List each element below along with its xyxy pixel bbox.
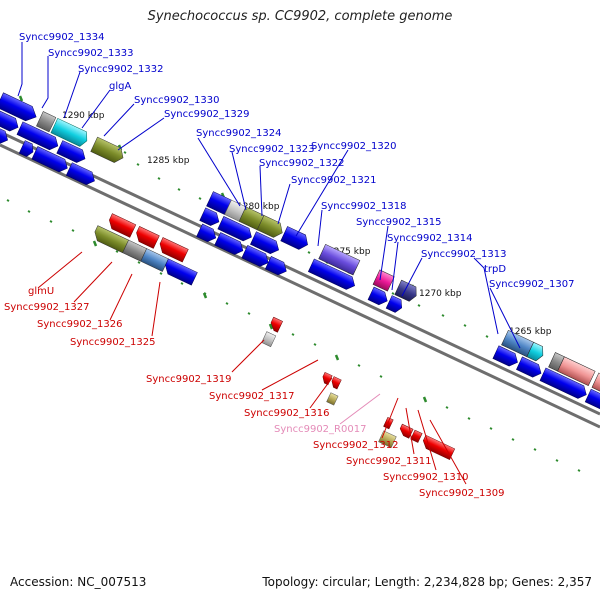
- gene-feature: [56, 140, 86, 163]
- gene-label: Syncc9902_1327: [4, 302, 90, 313]
- scale-label-1285: 1285 kbp: [147, 156, 190, 166]
- scale-label-1265: 1265 kbp: [509, 327, 552, 337]
- gene-feature: [16, 121, 59, 151]
- gene-label: Syncc9902_1319: [146, 374, 232, 385]
- scale-labels: 1290 kbp 1285 kbp 1280 kbp 1275 kbp 1270…: [62, 111, 552, 337]
- scale-label-1275: 1275 kbp: [328, 247, 371, 257]
- rna-label-leaders: [339, 393, 381, 425]
- gene-feature: [280, 226, 308, 250]
- gene-label: Syncc9902_1320: [311, 141, 397, 152]
- gene-label: Syncc9902_1307: [489, 279, 575, 290]
- gene-feature: [492, 345, 518, 367]
- gene-feature: [65, 162, 95, 186]
- gene-feature: [196, 223, 217, 243]
- gene-feature: [326, 392, 339, 406]
- gene-label: Syncc9902_1312: [313, 440, 399, 451]
- gene-label: Syncc9902_1316: [244, 408, 330, 419]
- gene-feature: [270, 316, 283, 333]
- gene-feature: [90, 136, 124, 163]
- gene-feature: [526, 341, 544, 362]
- gene-feature: [0, 123, 8, 145]
- gene-label: Syncc9902_1313: [421, 249, 507, 260]
- gene-feature: [18, 140, 34, 157]
- gene-feature: [516, 356, 542, 378]
- gene-label: Syncc9902_R0017: [274, 424, 366, 435]
- gene-label: Syncc9902_1321: [291, 175, 377, 186]
- gene-label: glgA: [109, 81, 131, 92]
- gene-feature: [165, 258, 198, 286]
- gene-label: Syncc9902_1315: [356, 217, 442, 228]
- genome-backbone: [0, 130, 600, 429]
- gene-label: Syncc9902_1324: [196, 128, 282, 139]
- map-title: Synechococcus sp. CC9902, complete genom…: [147, 9, 453, 24]
- gene-feature: [0, 92, 37, 122]
- gene-label: Syncc9902_1326: [37, 319, 123, 330]
- rna-gene-labels: Syncc9902_R0017: [274, 424, 366, 435]
- gene-feature: [557, 356, 596, 387]
- gene-label: Syncc9902_1332: [78, 64, 164, 75]
- reverse-gene-labels: glmU Syncc9902_1327 Syncc9902_1326 Syncc…: [4, 286, 505, 499]
- gene-feature: [256, 215, 283, 238]
- gene-label: Syncc9902_1318: [321, 201, 407, 212]
- gene-feature: [322, 371, 333, 386]
- gene-feature: [50, 117, 88, 147]
- gene-feature: [136, 226, 160, 249]
- gene-label: Syncc9902_1317: [209, 391, 295, 402]
- gene-feature: [36, 111, 57, 133]
- gene-label: Syncc9902_1309: [419, 488, 505, 499]
- reverse-label-leaders: [37, 251, 467, 485]
- forward-gene-labels: Syncc9902_1334 Syncc9902_1333 Syncc9902_…: [19, 32, 575, 290]
- gene-feature: [31, 146, 68, 173]
- gene-feature: [394, 279, 417, 302]
- gene-label: Syncc9902_1325: [70, 337, 156, 348]
- gene-feature: [591, 372, 600, 406]
- gene-feature: [307, 258, 355, 290]
- genome-summary: Topology: circular; Length: 2,234,828 bp…: [262, 575, 592, 589]
- gene-feature: [318, 244, 361, 276]
- gene-label: Syncc9902_1333: [48, 48, 134, 59]
- gene-feature: [109, 213, 137, 238]
- gene-feature: [422, 434, 456, 461]
- gene-feature: [250, 231, 279, 254]
- gene-label: Syncc9902_1310: [383, 472, 469, 483]
- reverse-strand-features: [94, 213, 456, 461]
- gene-feature: [241, 244, 269, 267]
- gene-label: glmU: [28, 286, 54, 297]
- gene-feature: [331, 376, 342, 390]
- gene-feature: [94, 225, 129, 254]
- gene-feature: [367, 286, 388, 306]
- gene-feature: [264, 256, 287, 276]
- gene-feature: [199, 207, 220, 226]
- gene-feature: [399, 423, 414, 439]
- gene-label: Syncc9902_1330: [134, 95, 220, 106]
- gene-feature: [214, 232, 244, 255]
- gene-feature: [584, 388, 600, 421]
- forward-label-leaders: [17, 42, 521, 349]
- gene-feature: [539, 367, 587, 399]
- accession-label: Accession: NC_007513: [10, 575, 147, 589]
- tick-track-lower: [6, 199, 581, 472]
- scale-label-1290: 1290 kbp: [62, 111, 105, 121]
- forward-strand-features: [0, 92, 600, 421]
- gene-label: Syncc9902_1334: [19, 32, 105, 43]
- gene-label: Syncc9902_1314: [387, 233, 473, 244]
- gene-label: Syncc9902_1322: [259, 158, 345, 169]
- gene-label: Syncc9902_1323: [229, 144, 315, 155]
- gene-feature: [217, 216, 252, 242]
- gene-feature: [410, 429, 423, 443]
- scale-label-1270: 1270 kbp: [419, 289, 462, 299]
- scale-label-1280: 1280 kbp: [237, 202, 280, 212]
- gene-feature: [140, 248, 169, 272]
- gene-feature: [261, 331, 277, 348]
- gene-feature: [159, 237, 189, 263]
- gene-feature: [385, 295, 403, 313]
- gene-feature: [0, 108, 19, 132]
- gene-label: Syncc9902_1311: [346, 456, 432, 467]
- gene-label: Syncc9902_1329: [164, 109, 250, 120]
- gene-label: trpD: [484, 264, 506, 275]
- gene-feature: [372, 269, 395, 292]
